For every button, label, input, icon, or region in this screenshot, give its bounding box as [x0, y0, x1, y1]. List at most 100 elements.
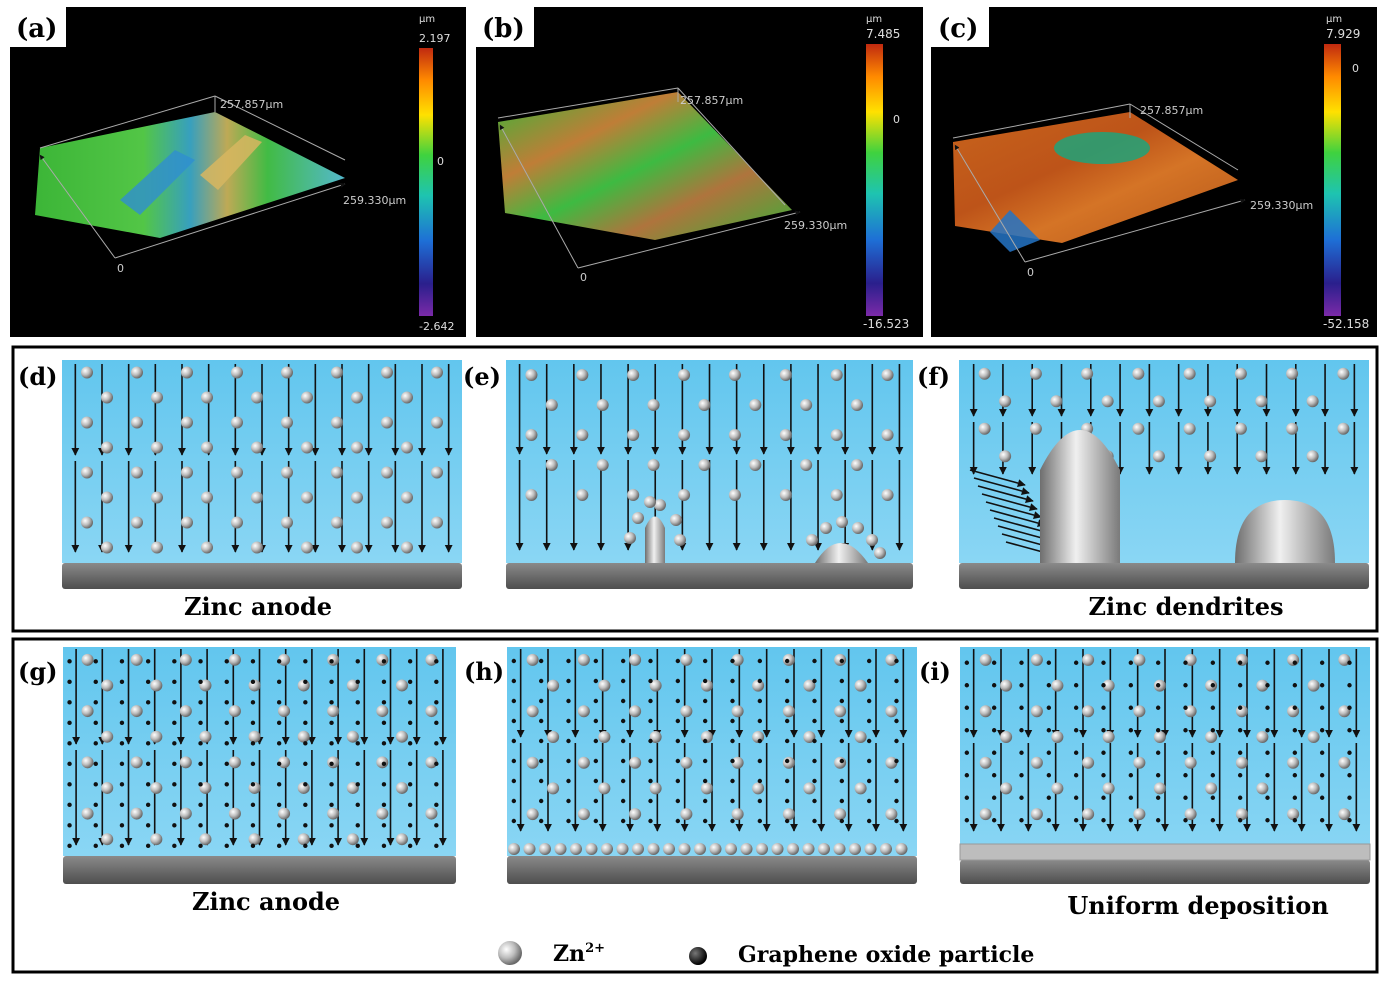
graphene-oxide-particle: [730, 678, 735, 684]
graphene-oxide-particle: [593, 758, 599, 764]
zn-ion: [278, 653, 291, 666]
flux-arrow: [969, 469, 1026, 487]
graphene-oxide-particle: [355, 843, 360, 849]
zn-ion: [525, 489, 538, 501]
zn-ion: [820, 522, 832, 534]
zn-ion: [728, 489, 741, 501]
graphene-oxide-particle: [1073, 818, 1079, 823]
graphene-oxide-particle: [250, 679, 256, 685]
graphene-oxide-particle: [145, 761, 151, 767]
graphene-oxide-particle: [593, 678, 599, 684]
graphene-oxide-particle: [757, 738, 763, 744]
zn-ion: [1030, 653, 1043, 666]
zn-ion: [1152, 395, 1165, 408]
axis-x-c: 259.330μm: [1250, 199, 1313, 212]
zn-ion: [1051, 782, 1064, 795]
caption-f: Zinc dendrites: [1089, 592, 1284, 621]
graphene-oxide-particle: [593, 818, 599, 824]
caption-g: Zinc anode: [192, 887, 340, 916]
graphene-oxide-particle: [1319, 795, 1325, 800]
zn-ion: [700, 782, 713, 795]
graphene-oxide-particle: [1046, 660, 1052, 665]
scale-zero-a: 0: [437, 155, 444, 168]
afm-panel-c: [931, 7, 1377, 337]
zn-ion: [150, 730, 163, 743]
graphene-oxide-particle: [1073, 683, 1079, 688]
zn-ion: [1337, 422, 1350, 435]
graphene-oxide-particle: [434, 720, 439, 726]
graphene-oxide-particle: [757, 698, 763, 704]
zn-ion: [740, 843, 753, 855]
axis-y-a: 257.857μm: [220, 98, 283, 111]
graphene-oxide-particle: [407, 802, 413, 808]
zn-ion: [251, 391, 263, 404]
graphene-oxide-particle: [119, 782, 125, 787]
graphene-oxide-particle: [1292, 683, 1298, 688]
graphene-oxide-particle: [702, 798, 708, 804]
graphene-oxide-particle: [1101, 705, 1106, 710]
graphene-oxide-particle: [620, 798, 626, 804]
zn-ion: [731, 808, 744, 821]
graphene-oxide-particle: [1155, 795, 1161, 800]
graphene-oxide-particle: [1210, 660, 1216, 665]
zn-ion: [834, 808, 847, 821]
graphene-oxide-particle: [894, 818, 899, 824]
zn-ion: [1338, 808, 1351, 821]
zn-ion: [1286, 367, 1299, 380]
graphene-oxide-particle: [329, 720, 334, 726]
graphene-oxide-particle: [593, 658, 599, 664]
graphene-oxide-particle: [757, 658, 763, 664]
zn-ion: [150, 781, 163, 794]
zn-ion: [297, 730, 310, 743]
zn-ion: [1307, 679, 1320, 692]
zn-ion: [881, 369, 894, 381]
graphene-oxide-particle: [93, 720, 98, 726]
graphene-oxide-particle: [1046, 705, 1052, 710]
zn-ion: [425, 705, 438, 718]
zn-ion: [101, 541, 113, 554]
zn-ion: [431, 516, 443, 529]
graphene-oxide-particle: [1210, 818, 1216, 823]
graphene-oxide-particle: [1237, 773, 1243, 778]
graphene-oxide-particle: [1292, 728, 1298, 733]
zn-ion: [627, 489, 640, 501]
zn-ion: [130, 653, 143, 666]
graphene-oxide-particle: [538, 718, 544, 724]
graphene-oxide-particle: [784, 718, 790, 724]
schematic-h: [507, 647, 917, 884]
graphene-oxide-particle: [730, 798, 735, 804]
graphene-oxide-particle: [964, 728, 970, 733]
zn-ion: [130, 705, 143, 718]
graphene-oxide-particle: [538, 778, 544, 784]
zn-ion: [836, 516, 848, 528]
graphene-oxide-particle: [355, 761, 360, 767]
scale-max-a: 2.197: [419, 32, 451, 45]
graphene-oxide-particle: [1046, 728, 1052, 733]
graphene-oxide-particle: [812, 718, 817, 724]
graphene-oxide-particle: [1128, 705, 1134, 710]
graphene-oxide-particle: [93, 823, 98, 828]
zn-ion: [395, 833, 408, 846]
graphene-oxide-particle: [119, 720, 125, 726]
zn-ion: [281, 416, 293, 429]
zn-ion: [818, 843, 830, 855]
schematic-panels: [62, 360, 1371, 884]
zn-ion: [731, 756, 744, 769]
graphene-oxide-particle: [303, 659, 308, 664]
graphene-oxide-particle: [381, 823, 387, 828]
graphene-oxide-particle: [434, 761, 439, 767]
graphene-oxide-particle: [407, 843, 413, 849]
zn-ion: [782, 756, 795, 769]
zn-ion: [1082, 705, 1095, 718]
graphene-oxide-particle: [991, 683, 997, 688]
zn-ion: [301, 391, 313, 404]
zn-ion: [678, 429, 691, 441]
graphene-oxide-particle: [355, 802, 360, 808]
zn-ion: [833, 843, 846, 855]
graphene-oxide-particle: [198, 782, 203, 787]
scale-min-c: -52.158: [1323, 317, 1369, 331]
zn-ion: [179, 807, 192, 820]
zn-ion: [654, 499, 666, 511]
zn-ion: [629, 756, 642, 769]
